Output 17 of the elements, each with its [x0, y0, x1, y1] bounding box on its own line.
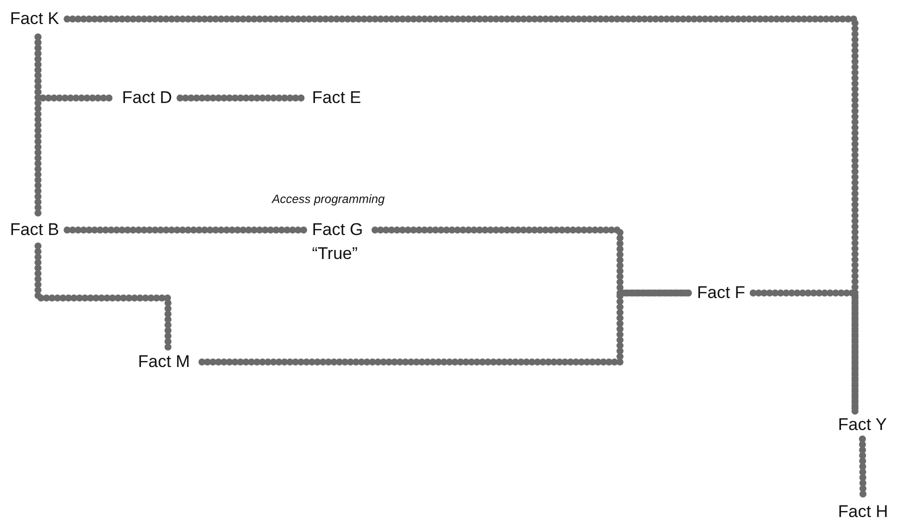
fact-label: Fact G: [312, 220, 364, 240]
chain-connector: [34, 242, 172, 354]
fact-label: Fact Y: [838, 415, 887, 435]
fact-label: Fact B: [10, 220, 60, 240]
chain-connector: [198, 290, 692, 366]
chain-connector: [750, 290, 858, 416]
fact-label: Fact F: [697, 283, 746, 303]
fact-label: Fact D: [122, 88, 172, 108]
value-text: “True”: [312, 244, 358, 264]
fact-label: Fact H: [838, 502, 888, 522]
fact-label: Fact M: [138, 352, 190, 372]
chain-connector: [34, 34, 42, 220]
fact-label: Fact E: [312, 88, 362, 108]
annotation-text: Access programming: [272, 192, 385, 206]
chain-connector: [176, 94, 308, 102]
fact-label: Fact K: [10, 9, 60, 29]
chain-connector: [64, 226, 308, 234]
